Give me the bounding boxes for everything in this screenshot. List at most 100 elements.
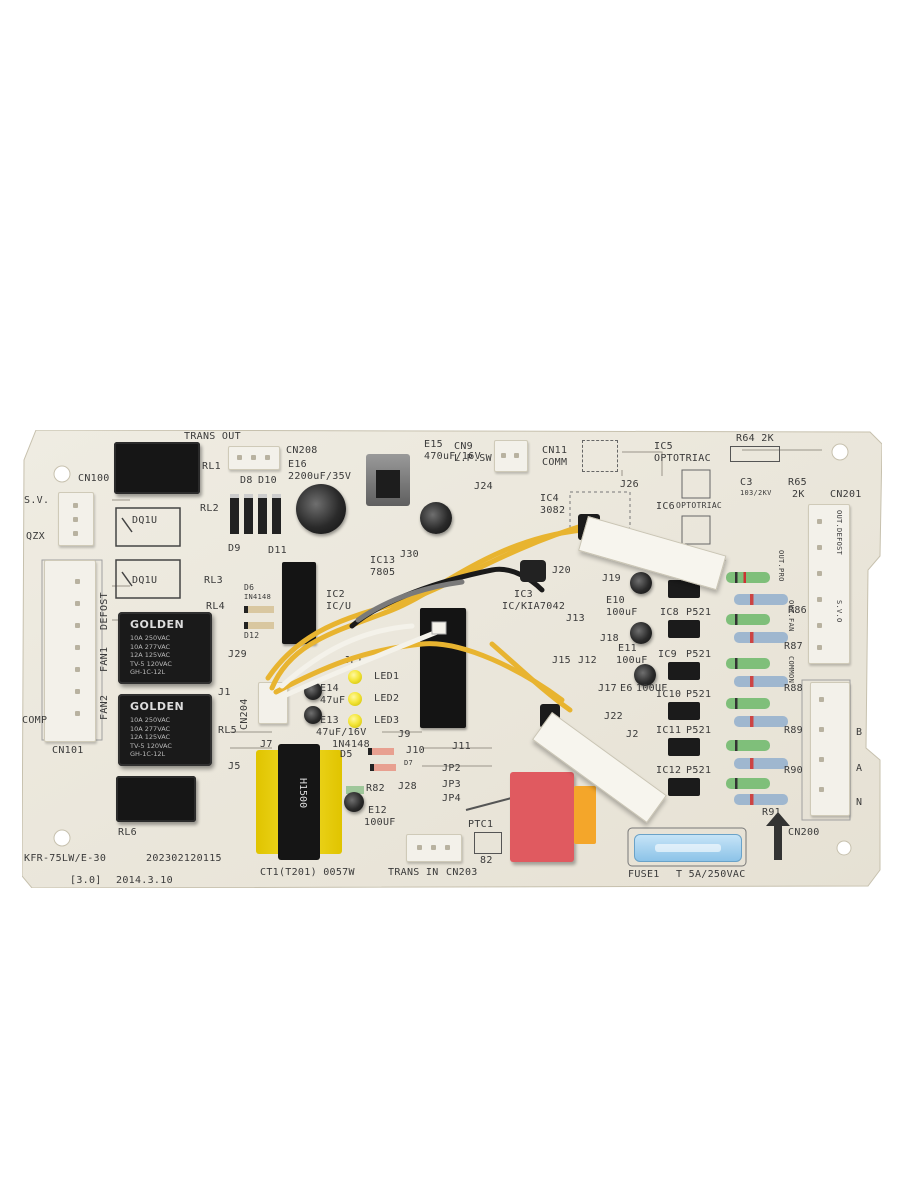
label-dq1u-a: DQ1U <box>132 515 158 526</box>
connector-cn9 <box>494 440 528 472</box>
label-comm2: COMMON <box>787 656 795 684</box>
label-d6: D6 <box>244 583 255 592</box>
label-jp1: JP1 <box>344 655 363 666</box>
label-ptc82: 82 <box>480 855 493 866</box>
label-trans-out: TRANS OUT <box>184 431 241 442</box>
label-e11v: 100uF <box>616 655 648 666</box>
resistor-green-5 <box>726 740 770 751</box>
label-b: B <box>856 727 863 738</box>
connector-cn201 <box>808 504 850 664</box>
label-led2: LED2 <box>374 693 400 704</box>
label-out-defost: OUT.DEFOST <box>835 510 843 556</box>
label-ic4v: 3082 <box>540 505 566 516</box>
label-j7: J7 <box>260 739 273 750</box>
label-rl6: RL6 <box>118 827 137 838</box>
label-e13: E13 <box>320 715 339 726</box>
relay-golden-1: GOLDEN 10A 250VAC 10A 277VAC 12A 125VAC … <box>118 612 212 684</box>
label-sv2: S.V.O <box>835 600 843 623</box>
connector-cn11-footprint <box>582 440 618 472</box>
label-p521-9: P521 <box>686 649 712 660</box>
label-d12: D12 <box>244 631 260 640</box>
opto-ic12 <box>668 778 700 796</box>
resistor-r82 <box>346 786 364 794</box>
label-ic9: IC9 <box>658 649 677 660</box>
label-cn200: CN200 <box>788 827 820 838</box>
resistor-blue-5 <box>734 758 788 769</box>
capacitor-orange <box>574 786 596 844</box>
resistor-green-4 <box>726 698 770 709</box>
label-rl4: RL4 <box>206 601 225 612</box>
label-ic2v: IC/U <box>326 601 352 612</box>
resistor-r64-footprint <box>730 446 780 462</box>
label-a: A <box>856 763 863 774</box>
label-ic13: IC13 <box>370 555 396 566</box>
label-r88: R88 <box>784 683 803 694</box>
label-j26: J26 <box>620 479 639 490</box>
diode-d6 <box>244 606 274 613</box>
label-j17: J17 <box>598 683 617 694</box>
resistor-blue-3 <box>734 676 788 687</box>
label-j9: J9 <box>398 729 411 740</box>
relay-golden-2: GOLDEN 10A 250VAC 10A 277VAC 12A 125VAC … <box>118 694 212 766</box>
relay-golden-2-spec: 10A 250VAC 10A 277VAC 12A 125VAC TV-5 12… <box>130 716 172 758</box>
label-ic4: IC4 <box>540 493 559 504</box>
label-fuse: FUSE1 <box>628 869 660 880</box>
capacitor-e15 <box>420 502 452 534</box>
label-r90: R90 <box>784 765 803 776</box>
label-p521-10: P521 <box>686 689 712 700</box>
label-ct1: CT1(T201) 0057W <box>260 867 355 878</box>
label-ic5: IC5 <box>654 441 673 452</box>
label-sv: S.V. <box>24 495 50 506</box>
label-cn208: CN208 <box>286 445 318 456</box>
label-ic10: IC10 <box>656 689 682 700</box>
diode-d7 <box>370 764 396 771</box>
label-ic13v: 7805 <box>370 567 396 578</box>
label-e12v: 100UF <box>364 817 396 828</box>
opto-ic10 <box>668 702 700 720</box>
diode-d5 <box>368 748 394 755</box>
label-r87: R87 <box>784 641 803 652</box>
label-comp: COMP <box>22 715 48 726</box>
label-model: KFR-75LW/E-30 <box>24 853 107 864</box>
label-ptc1: PTC1 <box>468 819 494 830</box>
label-j5: J5 <box>228 761 241 772</box>
label-fan1: FAN1 <box>99 646 110 672</box>
label-cn100: CN100 <box>78 473 110 484</box>
fuse-holder <box>634 834 742 862</box>
label-defost: DEFOST <box>99 592 110 630</box>
label-led3: LED3 <box>374 715 400 726</box>
capacitor-e6 <box>634 664 656 686</box>
label-j24: J24 <box>474 481 493 492</box>
label-j19: J19 <box>602 573 621 584</box>
resistor-blue-6 <box>734 794 788 805</box>
label-j13: J13 <box>566 613 585 624</box>
label-d10: D10 <box>258 475 277 486</box>
label-j10: J10 <box>406 745 425 756</box>
label-p521-11: P521 <box>686 725 712 736</box>
label-d11: D11 <box>268 545 287 556</box>
label-e14: E14 <box>320 683 339 694</box>
pcb-board: TRANS OUT CN208 CN9 L.P.SW CN11 COMM IC5… <box>22 430 882 888</box>
label-cn101: CN101 <box>52 745 84 756</box>
label-r86: R86 <box>788 605 807 616</box>
resistor-blue-4 <box>734 716 788 727</box>
label-jp3: JP3 <box>442 779 461 790</box>
label-r89: R89 <box>784 725 803 736</box>
label-date: 2014.3.10 <box>116 875 173 886</box>
regulator-7805 <box>376 470 400 498</box>
label-e13v: 47uF/16V <box>316 727 367 738</box>
label-e14v: 47uF <box>320 695 346 706</box>
capacitor-e11 <box>630 622 652 644</box>
label-e6v: 100UF <box>636 683 668 694</box>
transformer-marking: H1500 <box>297 778 308 809</box>
label-cn201: CN201 <box>830 489 862 500</box>
label-j12: J12 <box>578 655 597 666</box>
label-e6: E6 <box>620 683 633 694</box>
label-trans-in: TRANS IN <box>388 867 439 878</box>
label-in4148: 1N4148 <box>332 739 370 750</box>
label-e11: E11 <box>618 643 637 654</box>
label-d5: D5 <box>340 749 353 760</box>
label-comm: COMM <box>542 457 568 468</box>
label-ic12: IC12 <box>656 765 682 776</box>
label-dq1u-b: DQ1U <box>132 575 158 586</box>
